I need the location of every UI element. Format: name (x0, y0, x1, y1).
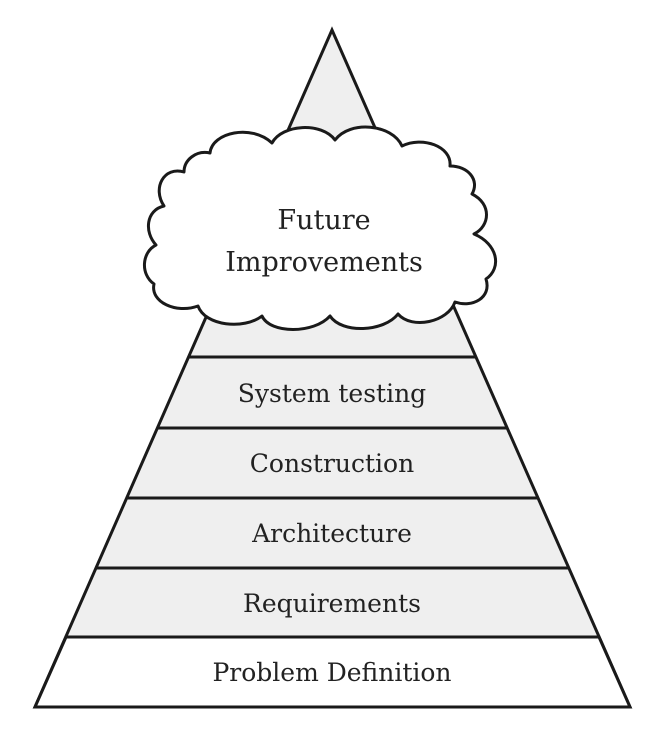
cloud-label-line-1: Future (277, 205, 370, 236)
future-improvements-cloud (143, 125, 497, 331)
level-label-problem-definition: Problem Definition (212, 658, 451, 687)
level-label-system-testing: System testing (238, 379, 426, 408)
level-label-requirements: Requirements (243, 589, 421, 618)
cloud-label-line-2: Improvements (225, 247, 423, 278)
level-label-construction: Construction (250, 449, 414, 478)
level-label-architecture: Architecture (251, 519, 412, 548)
